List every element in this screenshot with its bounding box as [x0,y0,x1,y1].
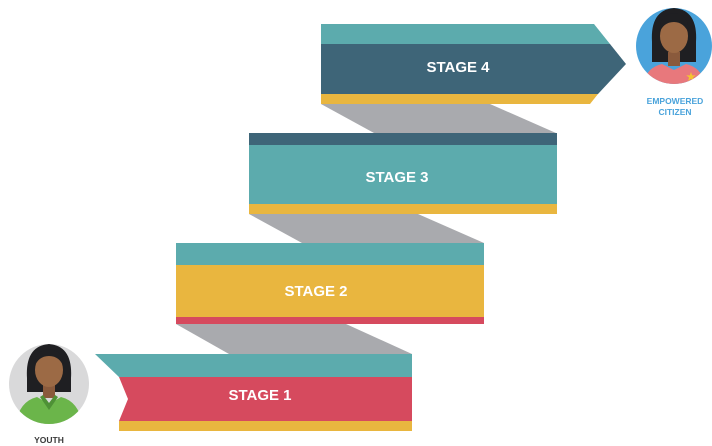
stage-3-body [249,145,557,204]
stage-2-label: STAGE 2 [284,283,347,300]
stage-3-top-strip [249,133,557,145]
youth-label: YOUTH [34,435,64,445]
youth-hair-fringe [34,349,64,368]
stage-4-label: STAGE 4 [426,59,490,76]
stage-1-label: STAGE 1 [228,387,291,404]
stage-1-body [119,377,412,421]
stage-2-body [176,265,484,317]
stage-4-top-strip [321,24,610,44]
stage-2-top-strip [176,243,484,265]
stage-4-body [321,44,626,94]
youth-avatar [9,344,89,424]
stage-1-top-strip [95,354,412,377]
stage-3-label: STAGE 3 [365,169,428,186]
stage-2-band: STAGE 2 [176,243,484,324]
youth-neck [43,384,55,398]
stage-2-bottom-strip [176,317,484,324]
stage-4-bottom-strip [321,94,598,104]
empowered-citizen-label-line2: CITIZEN [658,107,691,117]
youth-collar [40,395,58,410]
star-badge-icon [686,72,696,81]
youth-face [35,353,63,387]
citizen-hair-fringe [659,13,689,34]
connector-1-2 [176,324,412,354]
stage-1-bottom-strip [119,421,412,431]
citizen-neck [668,52,680,66]
stage-3-bottom-strip [249,204,557,214]
stage-1-band: STAGE 1 [95,354,412,431]
citizen-face [660,19,688,53]
empowered-citizen-label-line1: EMPOWERED [647,96,704,106]
stage-3-band: STAGE 3 [249,133,557,214]
stage-4-band: STAGE 4 [321,24,626,104]
empowered-citizen-avatar [636,8,712,84]
connector-3-4 [321,104,556,133]
connector-2-3 [249,214,484,243]
